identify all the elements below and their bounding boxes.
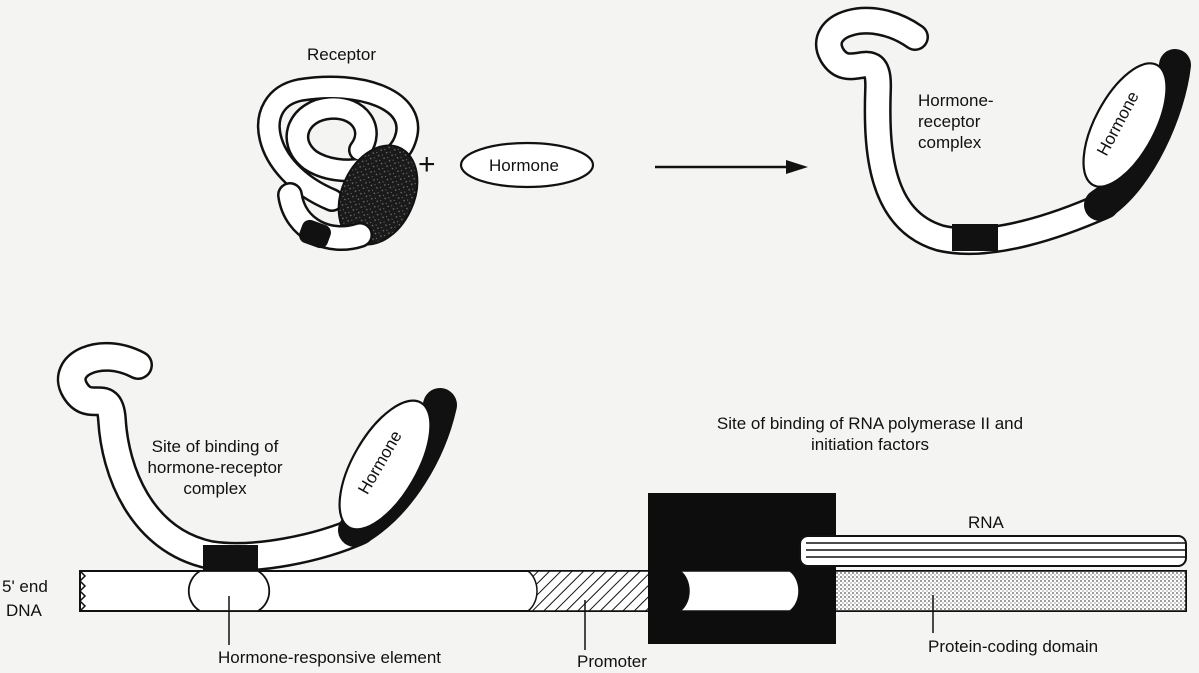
complex-dna-binding-domain-top: [952, 224, 998, 251]
transcription-bubble: [680, 571, 799, 611]
protein-coding-region: [790, 571, 1186, 611]
rna-transcript: [800, 536, 1186, 566]
five-prime-end-label: 5' end: [2, 576, 48, 597]
dna-label: DNA: [6, 600, 42, 621]
hormone-responsive-element-label: Hormone-responsive element: [218, 647, 441, 668]
promoter-label: Promoter: [577, 651, 647, 672]
coiled-receptor: [269, 87, 433, 257]
rna-label: RNA: [968, 512, 1004, 533]
protein-coding-domain-label: Protein-coding domain: [928, 636, 1098, 657]
complex-dna-binding-domain-bottom: [203, 545, 258, 573]
rna-polymerase-ii-complex: [648, 493, 836, 644]
dna-strand: [80, 571, 1186, 611]
site-binding-rna-pol-label: Site of binding of RNA polymerase II and…: [700, 413, 1040, 455]
plus-sign: +: [418, 150, 436, 180]
free-hormone-label: Hormone: [489, 155, 559, 176]
site-binding-complex-label: Site of binding of hormone-receptor comp…: [140, 436, 290, 499]
complex-title-label: Hormone-receptor complex: [918, 90, 1048, 153]
receptor-label: Receptor: [307, 44, 376, 65]
reaction-arrow: [655, 160, 808, 174]
